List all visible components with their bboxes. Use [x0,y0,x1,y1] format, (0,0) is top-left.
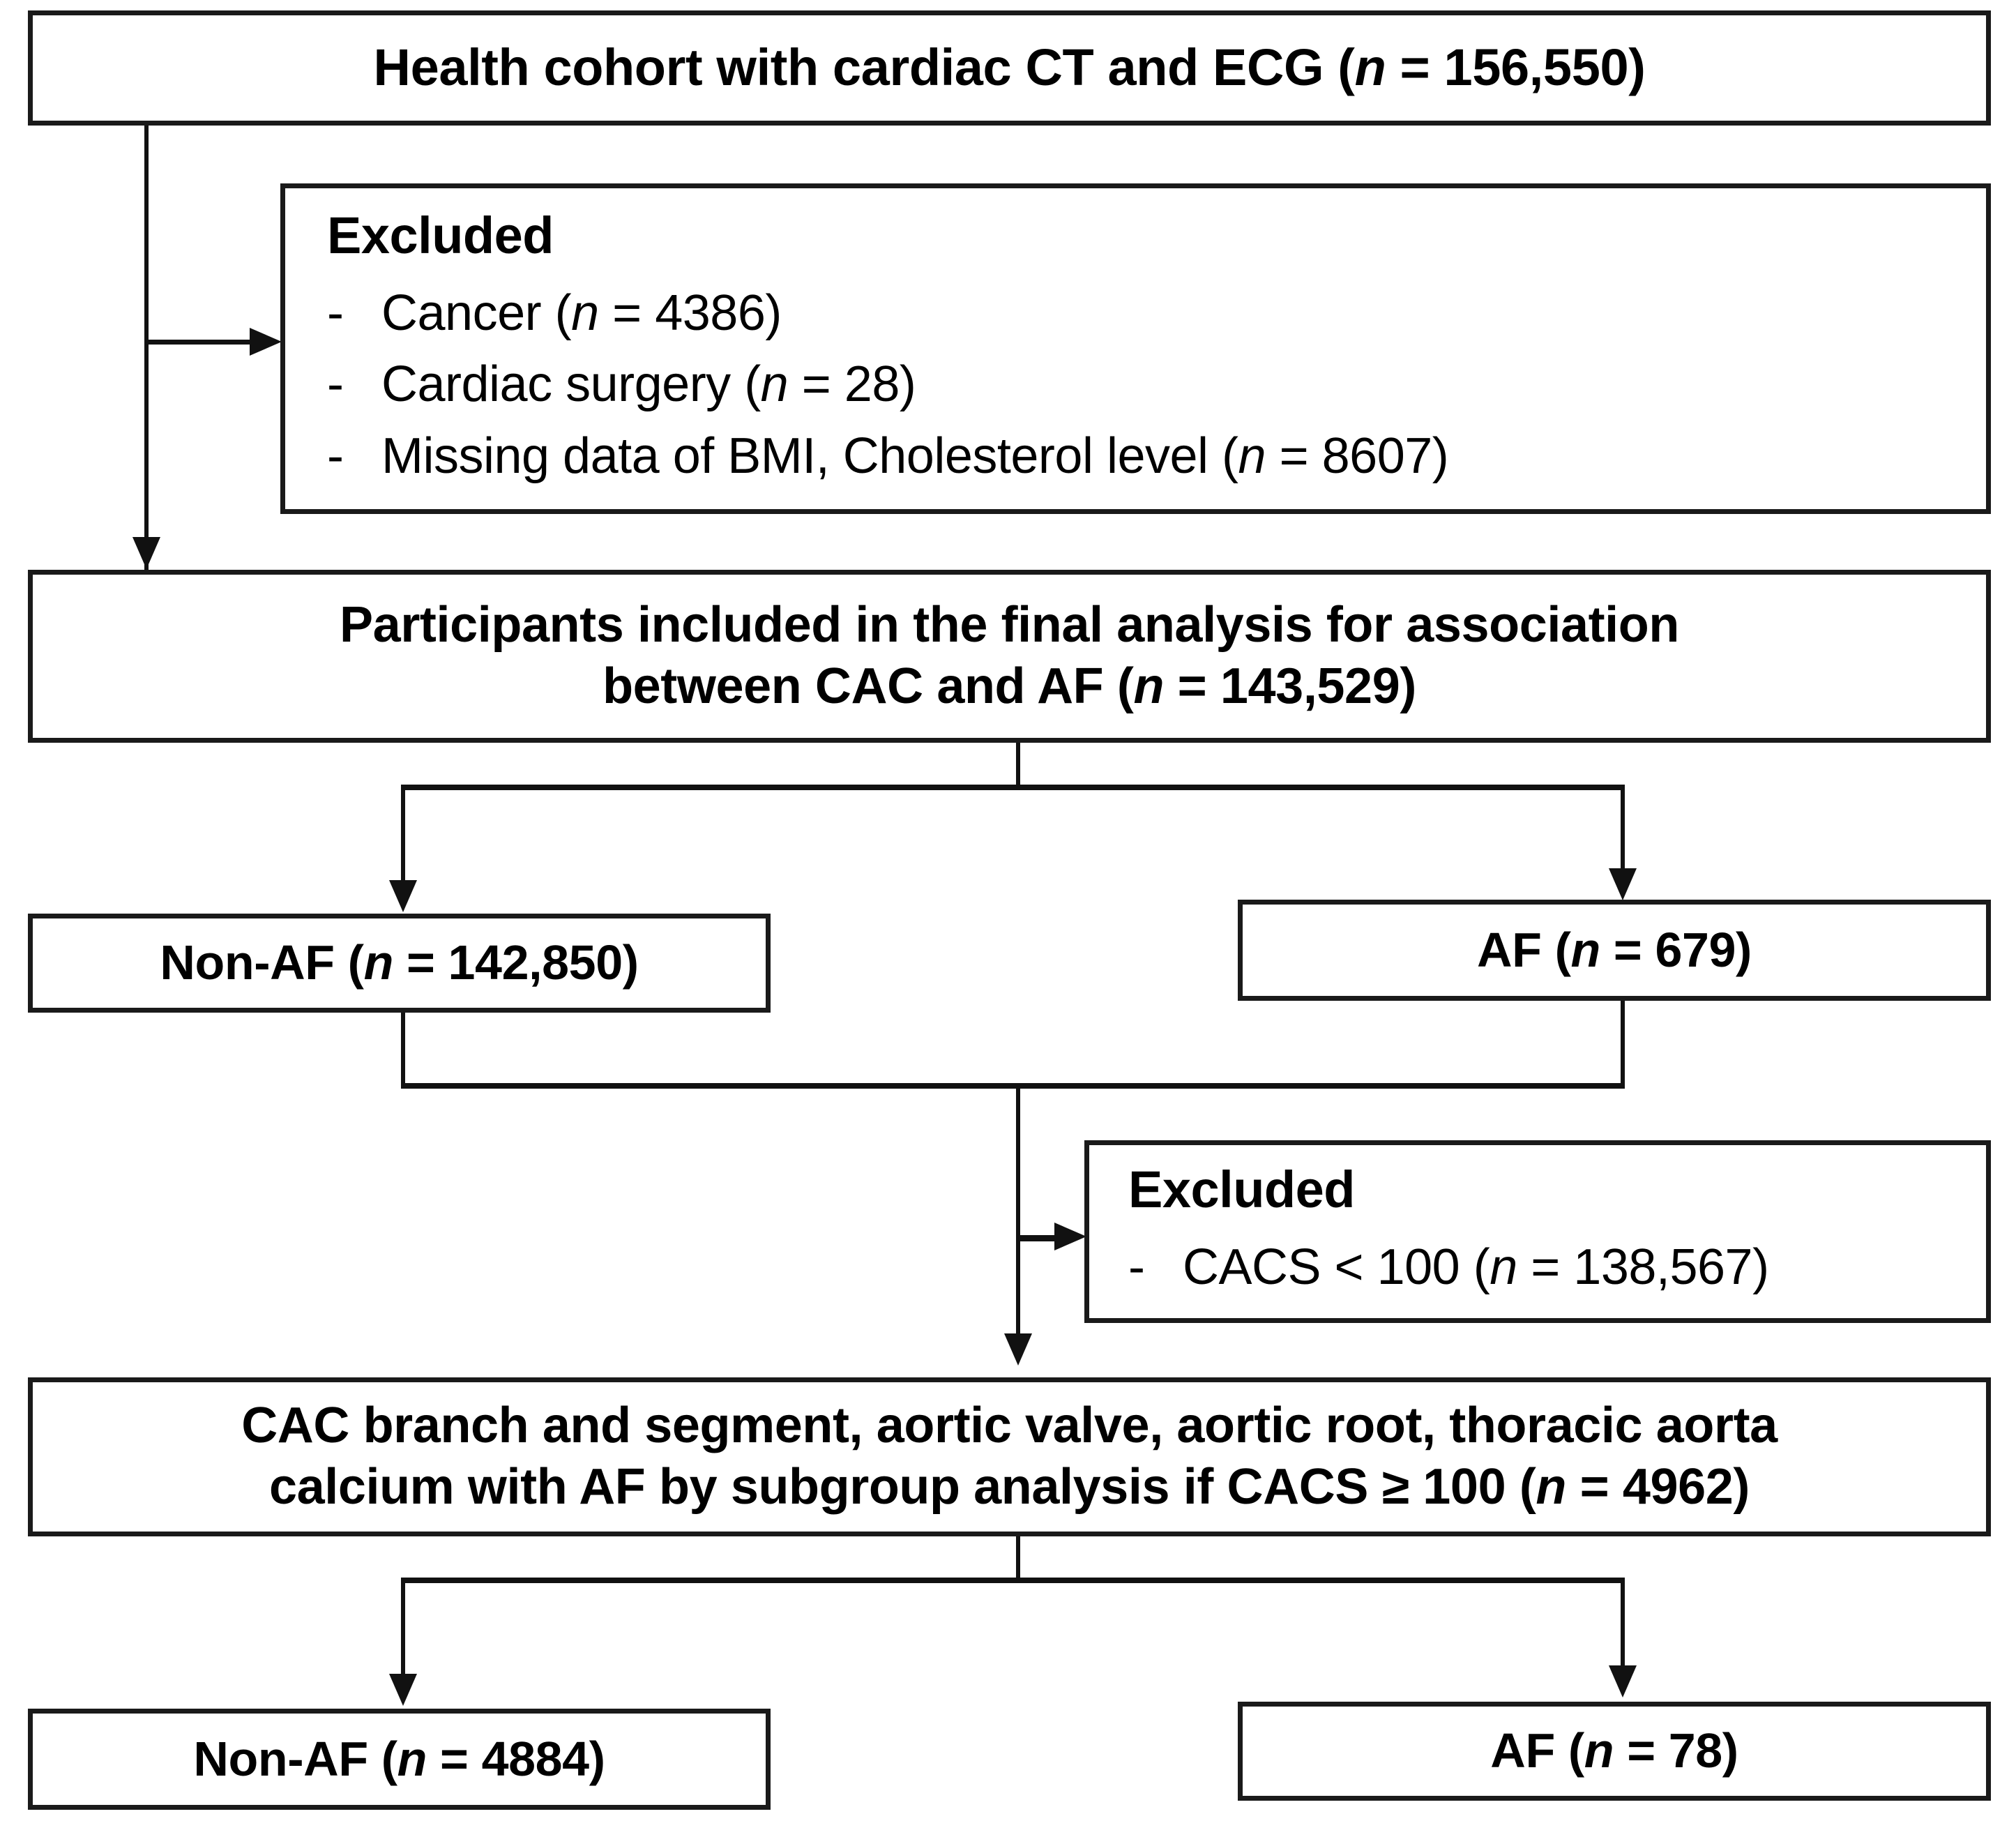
connector-cohort-to-excluded-1 [147,340,259,345]
node-subgroup-analysis-line2: calcium with AF by subgroup analysis if … [268,1459,1750,1515]
connector-cohort-spine [144,126,149,570]
arrow-to-non-af-1-icon [389,880,417,912]
node-subgroup-analysis-line1: CAC branch and segment, aortic valve, ao… [241,1398,1778,1454]
arrow-to-af-1-icon [1609,868,1637,900]
bullet-dash-icon: - [327,285,344,342]
connector-subgroup-right-arm [1621,1578,1625,1670]
node-excluded-1-title: Excluded [327,206,554,265]
list-item-text: Cardiac surgery (n = 28) [381,356,916,413]
bullet-dash-icon: - [1128,1239,1145,1296]
arrow-cohort-to-included-icon [132,537,160,569]
node-participants-included: Participants included in the final analy… [28,570,1991,743]
node-excluded-1-list: - Cancer (n = 4386) - Cardiac surgery (n… [327,278,1449,492]
connector-merge-to-excluded-2 [1019,1235,1063,1241]
arrow-merge-to-excluded-2-icon [1054,1223,1086,1250]
connector-subgroup-stem [1016,1536,1020,1580]
arrow-to-non-af-2-icon [389,1674,417,1706]
connector-subgroup-left-arm [401,1578,405,1679]
node-non-af-subgroup: Non-AF (n = 4884) [28,1709,771,1810]
node-non-af-primary: Non-AF (n = 142,850) [28,914,771,1013]
connector-subgroup-split-bar [401,1578,1625,1583]
list-item: - CACS < 100 (n = 138,567) [1128,1232,1769,1303]
node-excluded-1: Excluded - Cancer (n = 4386) - Cardiac s… [280,183,1991,514]
list-item: - Cardiac surgery (n = 28) [327,349,1448,420]
connector-non-af-1-down [401,1013,405,1088]
arrow-to-af-2-icon [1609,1665,1637,1697]
node-participants-included-line1: Participants included in the final analy… [340,597,1679,653]
bullet-dash-icon: - [327,428,344,484]
connector-included-left-arm [401,785,405,886]
node-af-subgroup-label: AF (n = 78) [1490,1723,1738,1778]
connector-included-right-arm [1621,785,1625,874]
list-item: - Cancer (n = 4386) [327,278,1448,349]
list-item-text: CACS < 100 (n = 138,567) [1183,1239,1769,1296]
node-health-cohort-label: Health cohort with cardiac CT and ECG (n… [373,38,1646,97]
connector-included-stem [1016,743,1020,787]
node-excluded-2-list: - CACS < 100 (n = 138,567) [1128,1232,1769,1303]
list-item-text: Cancer (n = 4386) [381,285,782,342]
node-participants-included-line2: between CAC and AF (n = 143,529) [602,658,1416,714]
node-subgroup-analysis: CAC branch and segment, aortic valve, ao… [28,1377,1991,1536]
arrow-merge-to-subgroup-icon [1004,1333,1032,1366]
node-excluded-2-title: Excluded [1128,1160,1356,1219]
connector-merge-stem [1016,1083,1020,1340]
node-excluded-2: Excluded - CACS < 100 (n = 138,567) [1084,1140,1991,1323]
connector-af-1-down [1621,1001,1625,1088]
list-item-text: Missing data of BMI, Cholesterol level (… [381,428,1449,484]
connector-merge-bar [401,1083,1625,1089]
node-af-subgroup: AF (n = 78) [1238,1702,1991,1801]
node-af-primary-label: AF (n = 679) [1477,922,1752,977]
node-non-af-primary-label: Non-AF (n = 142,850) [160,935,639,990]
list-item: - Missing data of BMI, Cholesterol level… [327,421,1449,492]
arrow-cohort-to-excluded-1-icon [250,328,282,356]
node-non-af-subgroup-label: Non-AF (n = 4884) [193,1731,605,1786]
node-af-primary: AF (n = 679) [1238,900,1991,1001]
connector-included-split-bar [401,785,1625,790]
bullet-dash-icon: - [327,356,344,413]
node-health-cohort: Health cohort with cardiac CT and ECG (n… [28,10,1991,126]
